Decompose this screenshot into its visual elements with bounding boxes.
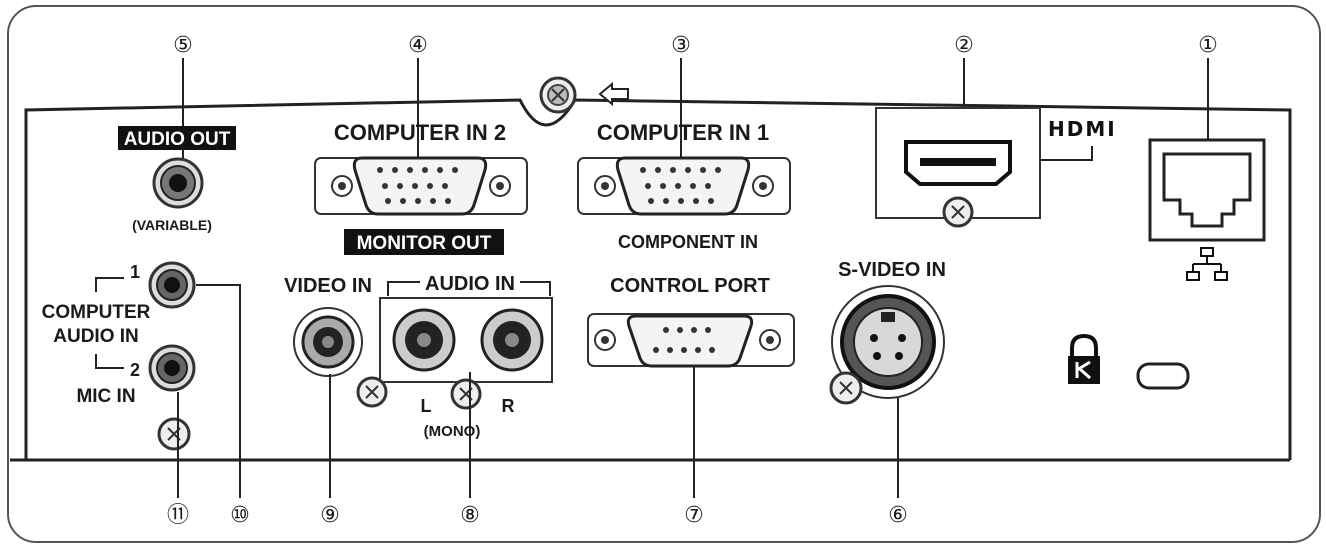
video-in-label: VIDEO IN [284, 275, 372, 297]
port-number-5: ⑤ [173, 33, 193, 58]
port-number-10: ⑩ [230, 503, 250, 528]
audio-out-label-bg [118, 126, 236, 150]
audio-in-bracket [387, 281, 551, 296]
port-number-8: ⑧ [460, 503, 480, 528]
mono-label: (MONO) [424, 423, 481, 440]
computer-label: COMPUTER [42, 302, 151, 323]
hdmi-port [904, 140, 1012, 186]
computer-audio-in-jack-1 [148, 261, 196, 309]
kensington-lock-icon [1068, 333, 1100, 384]
variable-label: (VARIABLE) [132, 217, 212, 233]
hdmi-logo: HDMI [1048, 117, 1117, 141]
hdmi-screw [942, 196, 974, 228]
monitor-out-label: MONITOR OUT [357, 233, 492, 254]
s-video-in-label: S-VIDEO IN [838, 259, 946, 281]
port-number-4: ④ [408, 33, 428, 58]
jack-2-label: 2 [130, 360, 140, 380]
computer-audio-in-label: AUDIO IN [53, 326, 139, 347]
control-port [587, 313, 795, 368]
port-number-9: ⑨ [320, 503, 340, 528]
audio-left-label: L [421, 396, 432, 416]
arrow-left-icon [598, 81, 629, 107]
callout-10-line [196, 284, 241, 498]
callout-3: ③ [671, 33, 691, 175]
hdmi-leader [1040, 146, 1093, 161]
s-video-screw [829, 371, 863, 405]
mic-in-jack-2 [148, 344, 196, 392]
video-in-jack [293, 307, 363, 377]
security-slot [1136, 362, 1190, 390]
top-screw [539, 76, 577, 114]
computer-in-1-label: COMPUTER IN 1 [597, 120, 769, 145]
port-number-3: ③ [671, 33, 691, 58]
network-icon [1186, 247, 1228, 281]
jack-1-label: 1 [130, 262, 140, 282]
audio-in-screw-left [356, 376, 388, 408]
computer-in-2-port [314, 156, 528, 216]
port-number-7: ⑦ [684, 503, 704, 528]
port-number-1: ① [1198, 33, 1218, 58]
control-port-label: CONTROL PORT [610, 275, 770, 297]
computer-in-2-label: COMPUTER IN 2 [334, 120, 506, 145]
port-number-2: ② [954, 33, 974, 58]
port-number-6: ⑥ [888, 503, 908, 528]
audio-in-right-jack [480, 308, 544, 372]
computer-in-1-port [577, 156, 791, 216]
component-in-label: COMPONENT IN [618, 232, 758, 252]
jack-2-bracket [95, 354, 124, 369]
s-video-port [831, 285, 945, 399]
outer-frame [7, 5, 1321, 543]
mic-in-label: MIC IN [76, 386, 135, 407]
lan-port [1148, 138, 1266, 242]
left-bottom-screw [157, 417, 191, 451]
audio-in-screw-center [450, 378, 482, 410]
audio-out-label: AUDIO OUT [124, 129, 231, 150]
audio-right-label: R [502, 396, 515, 416]
jack-1-bracket [95, 277, 124, 292]
audio-in-label: AUDIO IN [425, 273, 515, 295]
port-number-11: ⑪ [167, 503, 189, 528]
callout-4: ④ [408, 33, 428, 175]
audio-out-jack [152, 157, 204, 209]
monitor-out-label-bg [344, 229, 504, 255]
audio-in-left-jack [392, 308, 456, 372]
